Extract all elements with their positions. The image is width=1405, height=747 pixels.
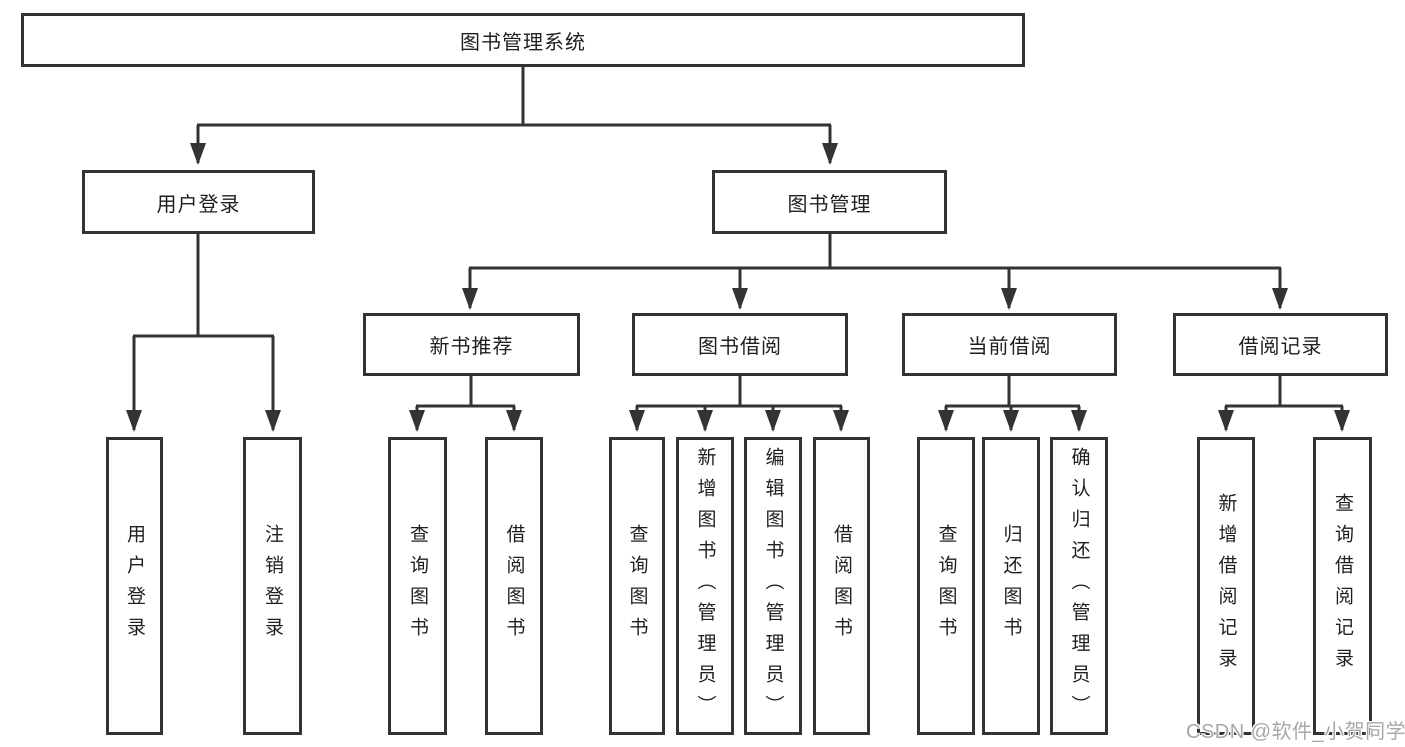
leaf-add-books-admin-label: 新增图书（管理员） [694, 446, 716, 726]
leaf-user-login-label: 用户登录 [124, 524, 145, 648]
root-node-library-system: 图书管理系统 [21, 13, 1025, 67]
leaf-query-borrow-record-label: 查询借阅记录 [1332, 493, 1353, 679]
leaf-user-login: 用户登录 [106, 437, 163, 735]
leaf-query-books-recommend-label: 查询图书 [407, 524, 428, 648]
leaf-query-books-current: 查询图书 [917, 437, 975, 735]
leaf-add-borrow-record-label: 新增借阅记录 [1215, 493, 1237, 679]
node-current-borrow-label: 当前借阅 [967, 336, 1052, 358]
leaf-query-books-recommend: 查询图书 [388, 437, 447, 735]
leaf-edit-books-admin-label: 编辑图书（管理员） [762, 446, 784, 726]
node-book-borrow-label: 图书借阅 [698, 336, 782, 358]
node-book-borrow: 图书借阅 [632, 313, 848, 376]
node-book-management-label: 图书管理 [787, 193, 872, 216]
leaf-query-books-borrow-label: 查询图书 [626, 524, 648, 648]
node-user-login-label: 用户登录 [156, 193, 241, 216]
node-current-borrow: 当前借阅 [902, 313, 1117, 376]
leaf-borrow-books-recommend: 借阅图书 [485, 437, 543, 735]
leaf-return-books: 归还图书 [982, 437, 1040, 735]
leaf-edit-books-admin: 编辑图书（管理员） [744, 437, 802, 735]
leaf-query-borrow-record: 查询借阅记录 [1313, 437, 1372, 735]
leaf-logout-login: 注销登录 [243, 437, 302, 735]
leaf-query-books-borrow: 查询图书 [609, 437, 665, 735]
leaf-add-borrow-record: 新增借阅记录 [1197, 437, 1255, 735]
node-new-book-recommend: 新书推荐 [363, 313, 580, 376]
node-borrow-records: 借阅记录 [1173, 313, 1388, 376]
leaf-borrow-books-recommend-label: 借阅图书 [503, 524, 525, 648]
leaf-borrow-books-borrow-label: 借阅图书 [831, 524, 852, 648]
leaf-add-books-admin: 新增图书（管理员） [676, 437, 734, 735]
leaf-logout-login-label: 注销登录 [262, 524, 283, 648]
leaf-borrow-books-borrow: 借阅图书 [813, 437, 870, 735]
leaf-confirm-return-admin: 确认归还（管理员） [1050, 437, 1108, 735]
node-new-book-recommend-label: 新书推荐 [429, 336, 514, 358]
leaf-return-books-label: 归还图书 [1000, 524, 1022, 648]
leaf-confirm-return-admin-label: 确认归还（管理员） [1068, 446, 1090, 726]
leaf-query-books-current-label: 查询图书 [935, 524, 957, 648]
csdn-watermark: CSDN @软件_小贺同学 [1186, 721, 1405, 743]
root-node-label: 图书管理系统 [460, 31, 586, 54]
node-book-management: 图书管理 [712, 170, 947, 234]
node-borrow-records-label: 借阅记录 [1238, 336, 1323, 358]
node-user-login: 用户登录 [82, 170, 315, 234]
